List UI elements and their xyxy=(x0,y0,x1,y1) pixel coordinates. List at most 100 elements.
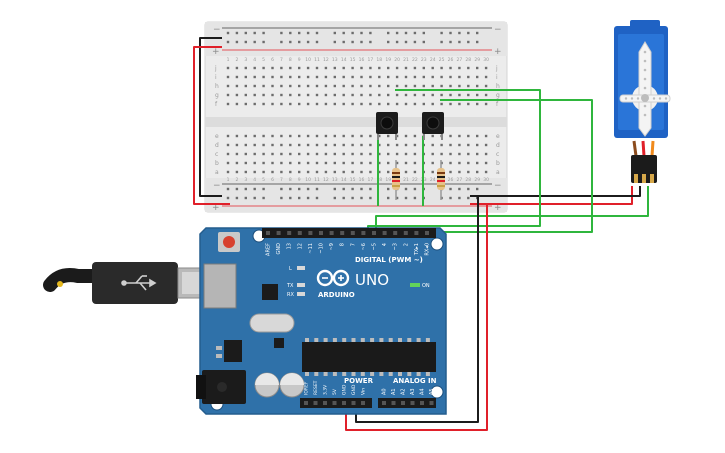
terminal-hole[interactable] xyxy=(413,143,417,147)
terminal-hole[interactable] xyxy=(422,84,425,88)
terminal-hole[interactable] xyxy=(395,152,399,156)
rail-hole[interactable] xyxy=(422,31,425,35)
terminal-hole[interactable] xyxy=(235,93,239,97)
terminal-hole[interactable] xyxy=(449,66,452,70)
terminal-hole[interactable] xyxy=(333,161,336,165)
terminal-hole[interactable] xyxy=(404,93,408,97)
header-pin[interactable] xyxy=(342,401,346,405)
terminal-hole[interactable] xyxy=(440,93,443,97)
terminal-hole[interactable] xyxy=(476,75,479,79)
terminal-hole[interactable] xyxy=(404,161,408,165)
terminal-hole[interactable] xyxy=(422,102,425,106)
terminal-hole[interactable] xyxy=(413,66,417,70)
terminal-hole[interactable] xyxy=(395,93,399,97)
terminal-hole[interactable] xyxy=(458,75,461,79)
header-pin[interactable] xyxy=(319,231,323,235)
terminal-hole[interactable] xyxy=(226,143,230,147)
terminal-hole[interactable] xyxy=(306,134,310,138)
rail-hole[interactable] xyxy=(289,31,292,35)
header-pin[interactable] xyxy=(332,401,337,405)
terminal-hole[interactable] xyxy=(253,161,256,165)
rail-hole[interactable] xyxy=(298,187,301,191)
header-pin[interactable] xyxy=(266,231,270,235)
terminal-hole[interactable] xyxy=(484,152,488,156)
terminal-hole[interactable] xyxy=(369,93,372,97)
terminal-hole[interactable] xyxy=(226,66,230,70)
rail-hole[interactable] xyxy=(458,40,461,44)
terminal-hole[interactable] xyxy=(422,75,425,79)
terminal-hole[interactable] xyxy=(484,170,488,174)
wire-black-servo[interactable] xyxy=(470,186,641,197)
terminal-hole[interactable] xyxy=(458,134,461,138)
terminal-hole[interactable] xyxy=(253,75,256,79)
terminal-hole[interactable] xyxy=(289,170,292,174)
rail-hole[interactable] xyxy=(235,196,239,200)
terminal-hole[interactable] xyxy=(431,161,434,165)
terminal-hole[interactable] xyxy=(324,134,328,138)
rail-hole[interactable] xyxy=(360,31,363,35)
terminal-hole[interactable] xyxy=(440,152,443,156)
terminal-hole[interactable] xyxy=(280,161,283,165)
terminal-hole[interactable] xyxy=(378,143,381,147)
terminal-hole[interactable] xyxy=(244,143,247,147)
terminal-hole[interactable] xyxy=(431,134,434,138)
terminal-hole[interactable] xyxy=(431,93,434,97)
terminal-hole[interactable] xyxy=(306,143,310,147)
terminal-hole[interactable] xyxy=(360,102,363,106)
terminal-hole[interactable] xyxy=(253,93,256,97)
terminal-hole[interactable] xyxy=(280,134,283,138)
terminal-hole[interactable] xyxy=(306,102,310,106)
terminal-hole[interactable] xyxy=(369,102,372,106)
terminal-hole[interactable] xyxy=(324,66,328,70)
terminal-hole[interactable] xyxy=(342,161,345,165)
terminal-hole[interactable] xyxy=(262,66,265,70)
rail-hole[interactable] xyxy=(315,40,319,44)
rail-hole[interactable] xyxy=(360,196,363,200)
terminal-hole[interactable] xyxy=(235,170,239,174)
terminal-hole[interactable] xyxy=(387,93,390,97)
terminal-hole[interactable] xyxy=(476,66,479,70)
terminal-hole[interactable] xyxy=(360,75,363,79)
rail-hole[interactable] xyxy=(226,196,230,200)
terminal-hole[interactable] xyxy=(324,93,328,97)
header-pin[interactable] xyxy=(361,401,365,405)
terminal-hole[interactable] xyxy=(342,102,345,106)
terminal-hole[interactable] xyxy=(306,66,310,70)
terminal-hole[interactable] xyxy=(289,66,292,70)
terminal-hole[interactable] xyxy=(431,143,434,147)
rail-hole[interactable] xyxy=(306,40,310,44)
terminal-hole[interactable] xyxy=(413,75,417,79)
terminal-hole[interactable] xyxy=(226,75,230,79)
terminal-hole[interactable] xyxy=(333,93,336,97)
rail-hole[interactable] xyxy=(262,40,265,44)
terminal-hole[interactable] xyxy=(235,66,239,70)
terminal-hole[interactable] xyxy=(324,143,328,147)
terminal-hole[interactable] xyxy=(395,134,399,138)
terminal-hole[interactable] xyxy=(476,161,479,165)
terminal-hole[interactable] xyxy=(280,75,283,79)
terminal-hole[interactable] xyxy=(395,102,399,106)
terminal-hole[interactable] xyxy=(395,75,399,79)
rail-hole[interactable] xyxy=(476,40,479,44)
terminal-hole[interactable] xyxy=(360,161,363,165)
breadboard[interactable]: − + − + − + − + 112233445566778899101011… xyxy=(204,21,508,213)
terminal-hole[interactable] xyxy=(306,84,310,88)
terminal-hole[interactable] xyxy=(324,84,328,88)
terminal-hole[interactable] xyxy=(315,93,319,97)
terminal-hole[interactable] xyxy=(262,75,265,79)
terminal-hole[interactable] xyxy=(271,161,274,165)
terminal-hole[interactable] xyxy=(467,66,470,70)
terminal-hole[interactable] xyxy=(351,66,354,70)
terminal-hole[interactable] xyxy=(360,66,363,70)
terminal-hole[interactable] xyxy=(351,170,354,174)
terminal-hole[interactable] xyxy=(360,84,363,88)
rail-hole[interactable] xyxy=(235,187,239,191)
terminal-hole[interactable] xyxy=(262,134,265,138)
terminal-hole[interactable] xyxy=(271,170,274,174)
terminal-hole[interactable] xyxy=(369,84,372,88)
rail-hole[interactable] xyxy=(244,187,247,191)
rail-hole[interactable] xyxy=(467,40,470,44)
rail-hole[interactable] xyxy=(226,31,230,35)
terminal-hole[interactable] xyxy=(395,143,399,147)
